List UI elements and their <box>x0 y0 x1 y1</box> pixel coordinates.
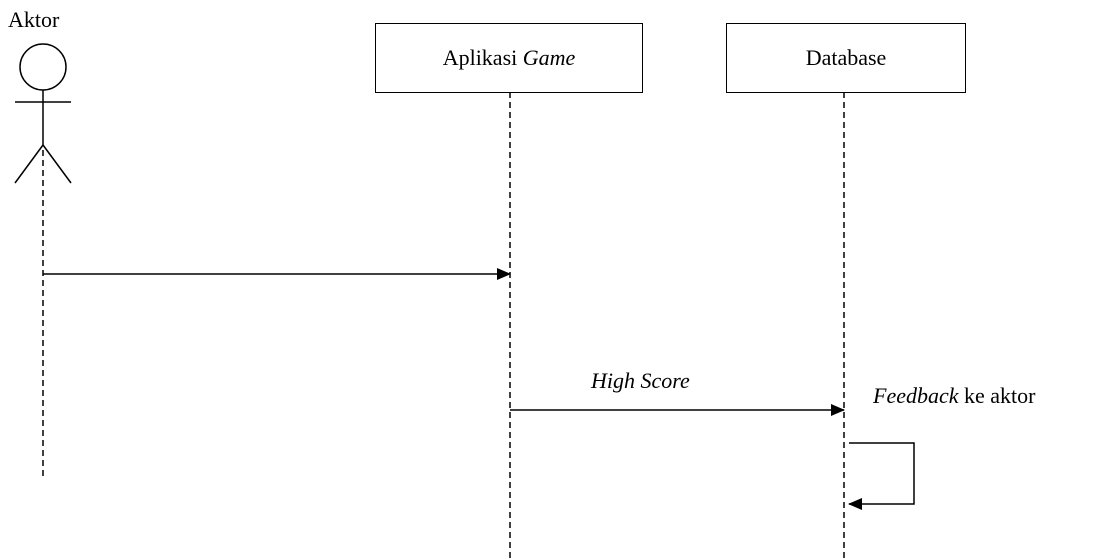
lifeline-box-app: Aplikasi Game <box>375 23 643 93</box>
actor-left-leg <box>14 144 44 184</box>
actor-head <box>19 43 67 91</box>
self-message-feedback-arrow <box>848 442 915 510</box>
app-label-prefix: Aplikasi <box>442 45 523 70</box>
feedback-label-rest: ke aktor <box>958 383 1036 408</box>
database-label: Database <box>805 45 887 70</box>
lifeline-box-database: Database <box>726 23 966 93</box>
actor-label: Aktor <box>8 7 60 32</box>
actor-stick-figure-icon <box>14 43 72 184</box>
self-message-feedback-label: Feedback ke aktor <box>873 385 1035 407</box>
feedback-label-italic: Feedback <box>873 383 959 408</box>
message-high-score-label: High Score <box>591 368 690 393</box>
app-label-italic: Game <box>522 45 576 70</box>
actor-right-leg <box>42 144 72 184</box>
